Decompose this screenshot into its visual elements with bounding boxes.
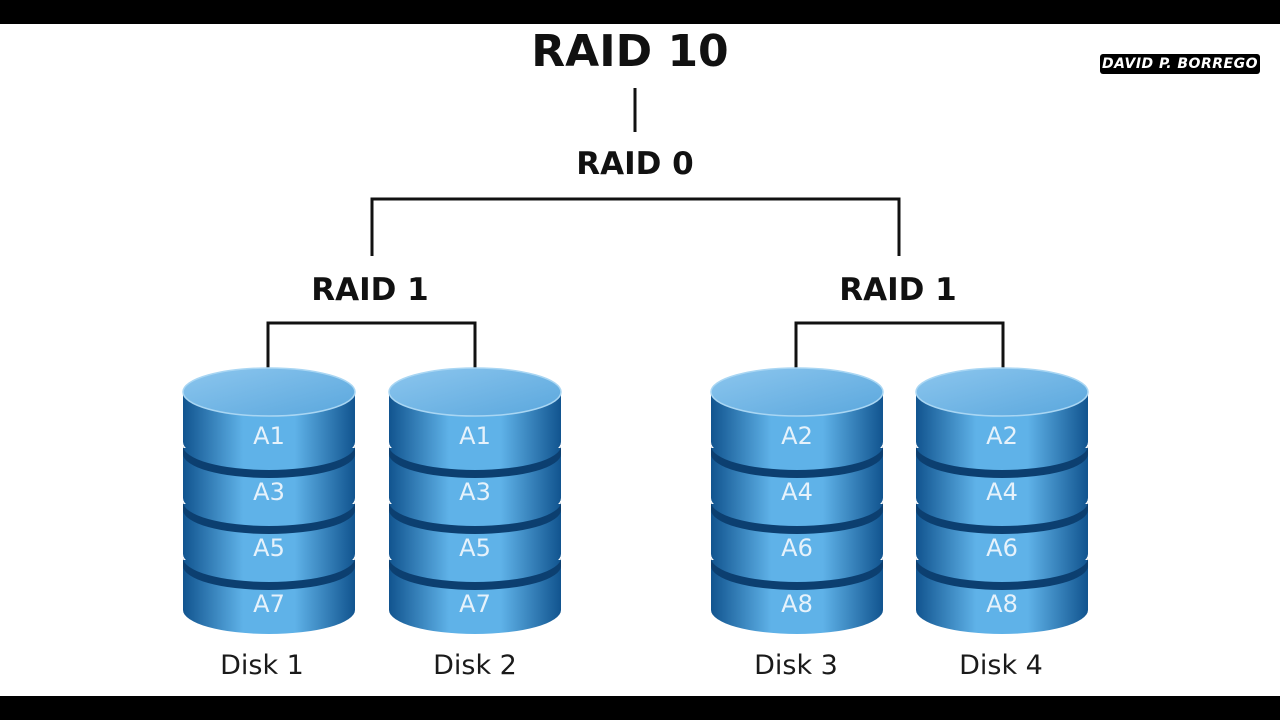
raid1-left-label: RAID 1 [311,272,429,308]
disk-1: A1 A3 A5 A7 [179,362,359,634]
disk-label: Disk 1 [220,650,304,681]
disk-layer [916,504,1088,578]
raid0-label: RAID 0 [576,146,694,182]
disk-groove [183,446,355,478]
disk-groove [916,558,1088,590]
disk-top [183,368,355,416]
disk-block: A8 [986,590,1018,618]
disk-block: A2 [781,422,813,450]
disk-block: A4 [986,478,1018,506]
disk-block: A1 [459,422,491,450]
disk-groove [711,502,883,534]
disk-layer [711,560,883,634]
disk-block: A2 [986,422,1018,450]
connector-raid1-right-bracket [794,321,1005,390]
disk-block: A7 [459,590,491,618]
disk-top [711,368,883,416]
disk-block: A3 [253,478,285,506]
disk-layer [389,560,561,634]
disk-cylinder-graphic [182,367,356,634]
disk-layer [389,504,561,578]
disk-layer [183,448,355,522]
disk-block: A6 [986,534,1018,562]
disk-block: A7 [253,590,285,618]
diagram-canvas: RAID 10 RAID 0 RAID 1 RAID 1 DAVID P. BO… [0,24,1280,696]
disk-top-rim [182,367,356,417]
disk-layer [916,448,1088,522]
disk-cylinder-graphic [915,367,1089,634]
connector-raid0-bracket [370,197,901,256]
disk-groove [711,558,883,590]
raid1-right-label: RAID 1 [839,272,957,308]
diagram-title: RAID 10 [531,26,729,77]
disk-groove [916,502,1088,534]
disk-3: A2 A4 A6 A8 [707,362,887,634]
disk-cylinder-graphic [388,367,562,634]
disk-top-rim [710,367,884,417]
disk-4: A2 A4 A6 A8 [912,362,1092,634]
disk-block: A1 [253,422,285,450]
disk-block: A5 [253,534,285,562]
connector-raid1-left-bracket [266,321,477,390]
disk-top [389,368,561,416]
disk-layer [711,504,883,578]
disk-top [916,368,1088,416]
disk-groove [389,446,561,478]
disk-groove [711,446,883,478]
disk-groove [183,502,355,534]
disk-groove [916,446,1088,478]
disk-block: A4 [781,478,813,506]
disk-label: Disk 3 [754,650,838,681]
disk-label: Disk 2 [433,650,517,681]
disk-top-rim [915,367,1089,417]
disk-block: A5 [459,534,491,562]
disk-block: A6 [781,534,813,562]
disk-block: A8 [781,590,813,618]
disk-layer [183,504,355,578]
disk-layer [916,560,1088,634]
connector-lines [266,88,1005,390]
disk-label: Disk 4 [959,650,1043,681]
disk-groove [183,558,355,590]
disk-top-rim [388,367,562,417]
disk-layer [711,448,883,522]
disk-block: A3 [459,478,491,506]
disk-groove [389,502,561,534]
disk-2: A1 A3 A5 A7 [385,362,565,634]
disk-groove [389,558,561,590]
disk-cylinder-graphic [710,367,884,634]
disk-layer [183,560,355,634]
disk-layer [389,448,561,522]
watermark-logo: DAVID P. BORREGO [1100,54,1260,74]
